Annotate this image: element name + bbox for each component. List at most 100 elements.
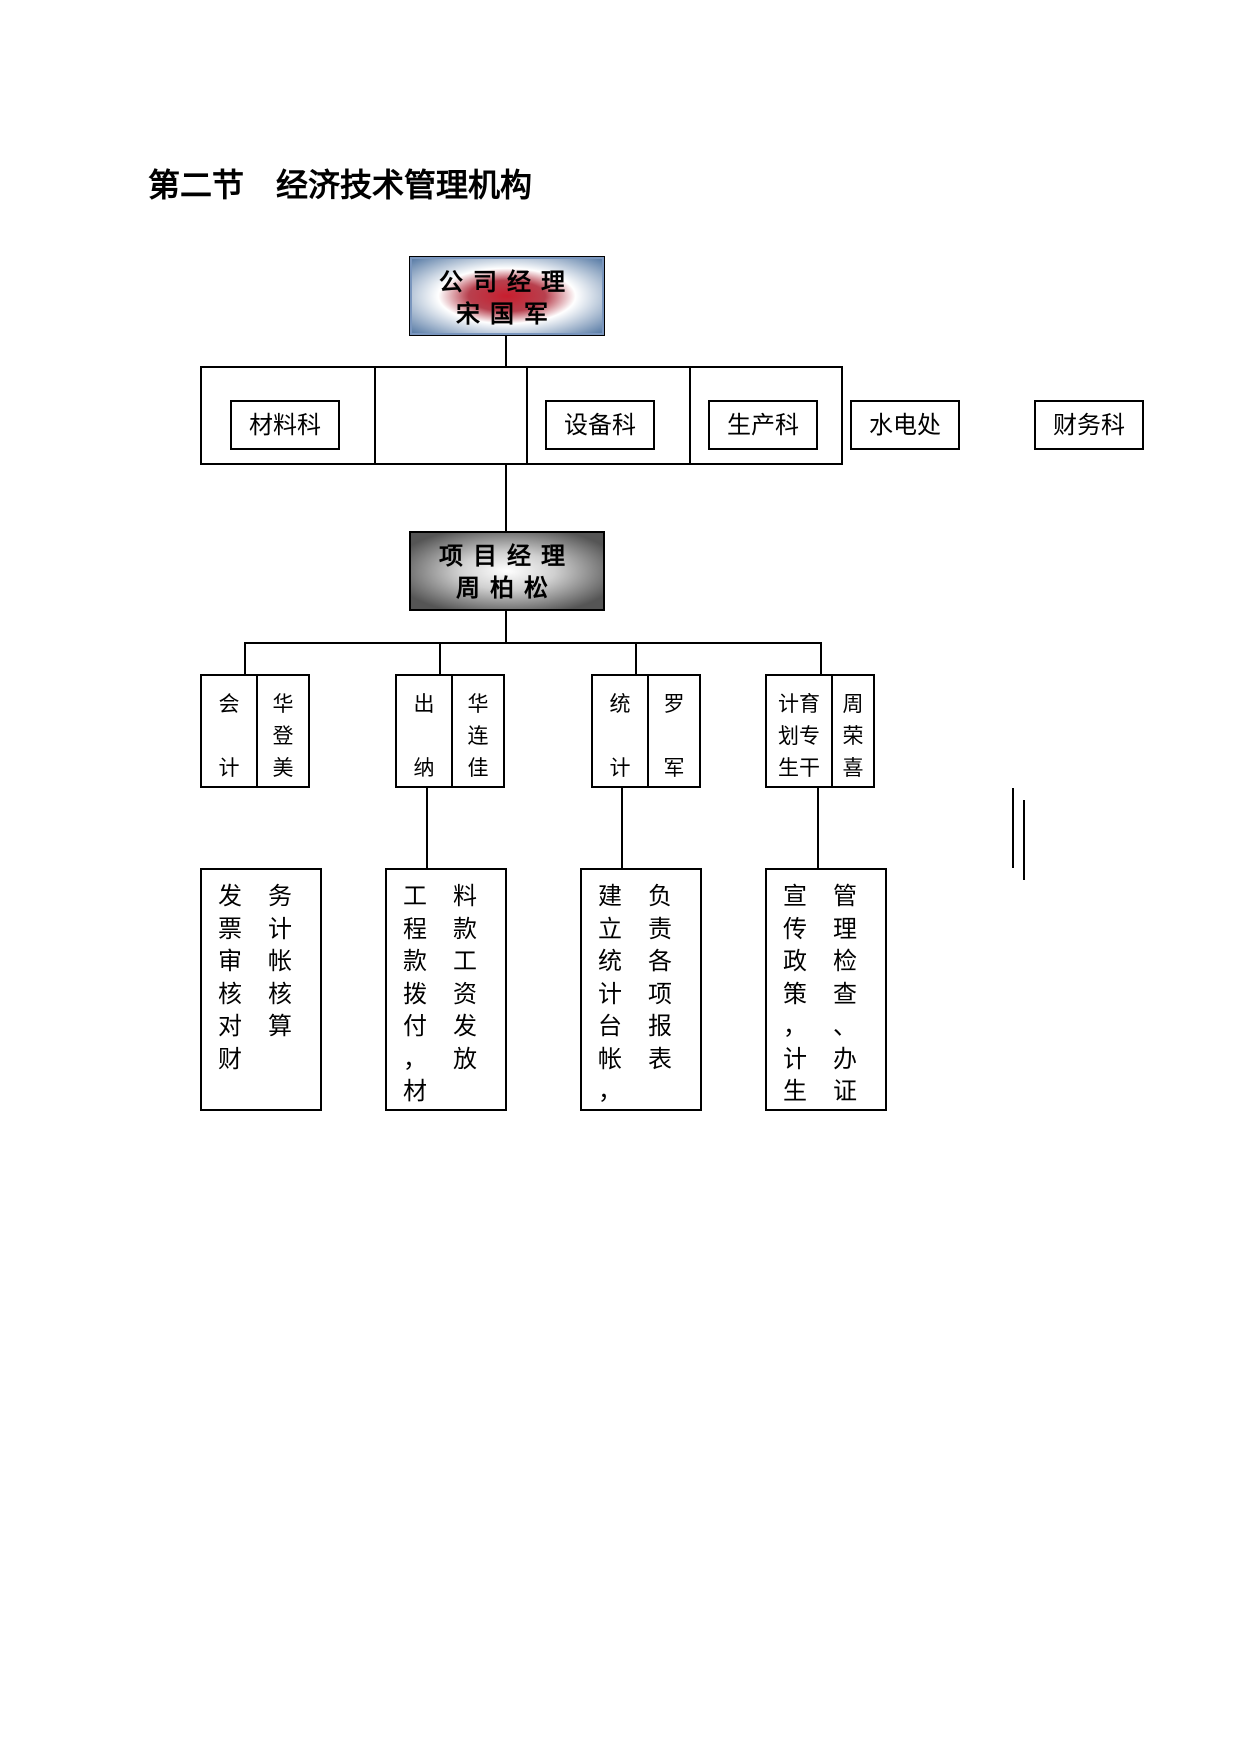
duty-char: 查 <box>833 979 857 1008</box>
staff-box: 计育划专生干周荣喜 <box>765 674 875 788</box>
duty-column-right: 管理检查、办证 <box>825 880 865 1108</box>
duty-char: 核 <box>268 979 292 1008</box>
dept-materials: 材料科 <box>230 400 340 450</box>
company-manager-box: 公司经理 宋国军 <box>409 256 605 336</box>
connector <box>200 463 843 465</box>
staff-name-char: 荣 <box>842 724 864 748</box>
duty-char: 票 <box>218 914 242 943</box>
duty-column-left: 宣传政策，计生 <box>775 880 815 1108</box>
duty-char: 检 <box>833 947 857 975</box>
duty-char: 管 <box>833 882 857 910</box>
connector <box>505 463 507 531</box>
connector <box>374 366 376 465</box>
staff-name-char: 周 <box>842 692 864 716</box>
staff-role: 计育划专生干 <box>767 676 833 786</box>
staff-role-char: 计育 <box>778 692 820 716</box>
connector <box>200 366 843 368</box>
connector <box>817 788 819 868</box>
duty-char: 表 <box>648 1044 672 1073</box>
duty-char: 策 <box>783 979 807 1008</box>
duty-box: 发票审核对财务计帐核算 <box>200 868 322 1111</box>
page-title: 第二节 经济技术管理机构 <box>148 166 533 204</box>
staff-role: 出纳 <box>397 676 453 786</box>
staff-role-char: 生干 <box>778 756 820 780</box>
duty-char: 台 <box>598 1012 622 1040</box>
staff-name: 罗军 <box>649 676 699 786</box>
duty-char: 工 <box>453 947 477 975</box>
connector <box>820 642 822 674</box>
duty-column-right: 料款工资发放 <box>445 880 485 1075</box>
duty-char: 各 <box>648 947 672 975</box>
duty-column-right: 负责各项报表 <box>640 880 680 1075</box>
dept-equipment: 设备科 <box>545 400 655 450</box>
duty-column-left: 发票审核对财 <box>210 880 250 1075</box>
staff-role-char: 会 <box>218 692 240 716</box>
duty-char: 计 <box>783 1044 807 1073</box>
staff-role-char: 划专 <box>778 724 820 748</box>
duty-char: ， <box>598 1077 622 1105</box>
connector <box>635 642 637 674</box>
staff-role: 会计 <box>202 676 258 786</box>
duty-char: 办 <box>833 1044 857 1073</box>
duty-char: 务 <box>268 882 292 910</box>
duty-char: 审 <box>218 947 242 975</box>
dept-production: 生产科 <box>708 400 818 450</box>
duty-column-left: 建立统计台帐， <box>590 880 630 1108</box>
duty-char: 算 <box>268 1012 292 1040</box>
duty-column-right: 务计帐核算 <box>260 880 300 1043</box>
duty-char: 财 <box>218 1044 242 1073</box>
duty-char: 立 <box>598 914 622 943</box>
connector <box>1012 788 1014 868</box>
project-manager-name: 周柏松 <box>456 574 558 602</box>
duty-char: 报 <box>648 1012 672 1040</box>
staff-name: 周荣喜 <box>833 676 873 786</box>
duty-char: 款 <box>403 947 427 975</box>
staff-name-char: 军 <box>663 756 685 780</box>
duty-char: 宣 <box>783 882 807 910</box>
connector <box>505 336 507 367</box>
staff-name-char: 登 <box>272 724 294 748</box>
duty-char: 工 <box>403 882 427 910</box>
duty-char: 计 <box>598 979 622 1008</box>
staff-box: 出纳华连佳 <box>395 674 505 788</box>
staff-name-char: 佳 <box>467 756 489 780</box>
staff-role-char: 出 <box>413 692 435 716</box>
staff-name-char: 喜 <box>842 756 864 780</box>
staff-role: 统计 <box>593 676 649 786</box>
staff-role-char: 计 <box>218 756 240 780</box>
duty-char: 料 <box>453 882 477 910</box>
duty-char: 证 <box>833 1077 857 1105</box>
duty-char: 资 <box>453 979 477 1008</box>
connector <box>621 788 623 868</box>
duty-char: 材 <box>403 1077 427 1105</box>
company-manager-role: 公司经理 <box>439 268 575 296</box>
duty-char: 负 <box>648 882 672 910</box>
connector <box>1023 800 1025 880</box>
project-manager-role: 项目经理 <box>439 542 575 570</box>
duty-char: 计 <box>268 914 292 943</box>
staff-name-char: 美 <box>272 756 294 780</box>
duty-char: 统 <box>598 947 622 975</box>
duty-char: 帐 <box>598 1044 622 1073</box>
staff-name-char: 华 <box>272 692 294 716</box>
duty-column-left: 工程款拨付，材 <box>395 880 435 1108</box>
dept-water-power: 水电处 <box>850 400 960 450</box>
duty-char: 款 <box>453 914 477 943</box>
duty-char: 程 <box>403 914 427 943</box>
connector <box>439 642 441 674</box>
duty-char: 政 <box>783 947 807 975</box>
duty-box: 工程款拨付，材料款工资发放 <box>385 868 507 1111</box>
duty-char: 拨 <box>403 979 427 1008</box>
connector <box>526 366 528 465</box>
dept-finance: 财务科 <box>1034 400 1144 450</box>
connector <box>505 611 507 643</box>
staff-name-char: 罗 <box>663 692 685 716</box>
staff-name-char: 华 <box>467 692 489 716</box>
duty-char: 帐 <box>268 947 292 975</box>
company-manager-name: 宋国军 <box>456 300 558 328</box>
staff-name: 华连佳 <box>453 676 503 786</box>
connector <box>244 642 246 674</box>
connector <box>841 366 843 465</box>
duty-char: 发 <box>453 1012 477 1040</box>
duty-char: 付 <box>403 1012 427 1040</box>
